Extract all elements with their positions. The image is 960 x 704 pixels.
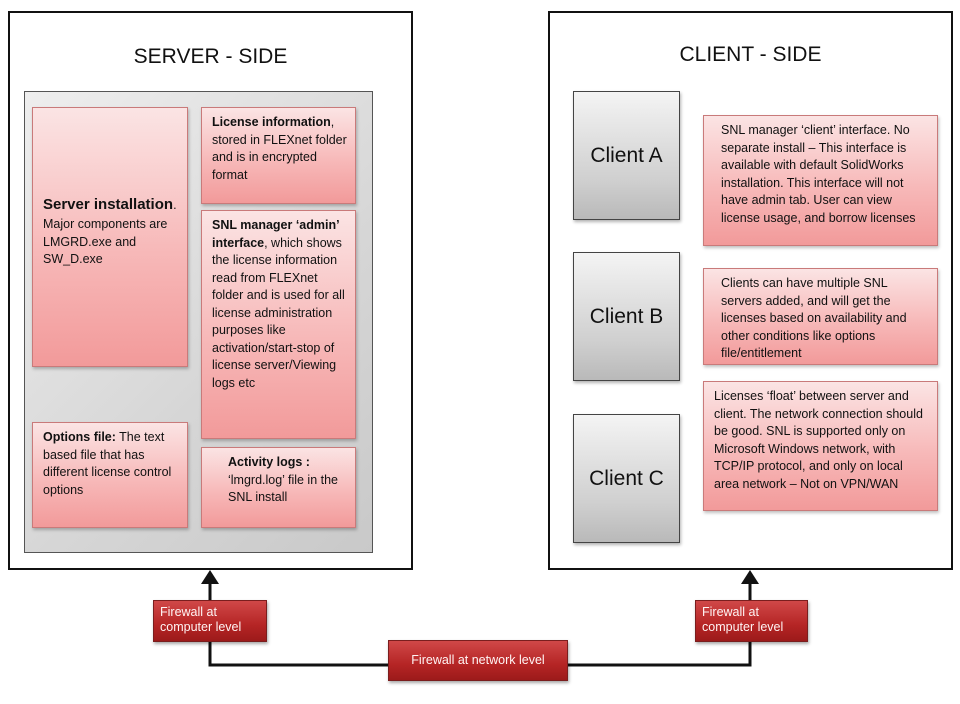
firewall-network-level: Firewall at network level [388, 640, 568, 681]
server-installation-heading: Server installation [43, 196, 174, 213]
activity-logs-text: ‘lmgrd.log’ file in the SNL install [228, 472, 339, 505]
options-file-heading: Options file: [43, 430, 116, 444]
client-a-description-text: SNL manager ‘client’ interface. No separ… [721, 123, 916, 225]
server-installation-text: Major components are LMGRD.exe and SW_D.… [43, 217, 168, 266]
license-information-text: , stored in FLEXnet folder and is in enc… [212, 115, 347, 182]
client-side-title: CLIENT - SIDE [679, 43, 822, 66]
server-installation-box: Server installation. Major components ar… [32, 107, 188, 367]
client-b-description-text: Clients can have multiple SNL servers ad… [721, 276, 907, 360]
options-file-box: Options file: The text based file that h… [32, 422, 188, 528]
options-file-text: The text based file that has different l… [43, 430, 172, 497]
firewall-left-label: Firewall at computer level [160, 605, 242, 634]
client-b-description: Clients can have multiple SNL servers ad… [703, 268, 938, 365]
activity-logs-heading: Activity logs : [228, 455, 310, 469]
activity-logs-box: Activity logs : ‘lmgrd.log’ file in the … [201, 447, 356, 528]
firewall-computer-level-right: Firewall at computer level [695, 600, 808, 642]
client-c-description: Licenses ‘float’ between server and clie… [703, 381, 938, 511]
snl-admin-interface-box: SNL manager ‘admin’ interface, which sho… [201, 210, 356, 439]
client-a-box: Client A [573, 91, 680, 220]
license-information-heading: License information [212, 115, 331, 129]
client-c-label: Client C [589, 466, 664, 490]
firewall-right-label: Firewall at computer level [702, 605, 784, 634]
firewall-network-label: Firewall at network level [411, 653, 545, 667]
snl-admin-heading: SNL manager ‘admin’ interface [212, 218, 339, 250]
client-b-label: Client B [589, 304, 664, 328]
snl-admin-text: , which shows the license information re… [212, 235, 345, 390]
server-side-title: SERVER - SIDE [133, 45, 288, 68]
client-c-description-text: Licenses ‘float’ between server and clie… [714, 389, 923, 491]
client-a-label: Client A [590, 143, 663, 167]
server-installation-period: . [173, 198, 177, 212]
client-a-description: SNL manager ‘client’ interface. No separ… [703, 115, 938, 246]
license-information-box: License information, stored in FLEXnet f… [201, 107, 356, 204]
client-b-box: Client B [573, 252, 680, 381]
client-c-box: Client C [573, 414, 680, 543]
firewall-computer-level-left: Firewall at computer level [153, 600, 267, 642]
